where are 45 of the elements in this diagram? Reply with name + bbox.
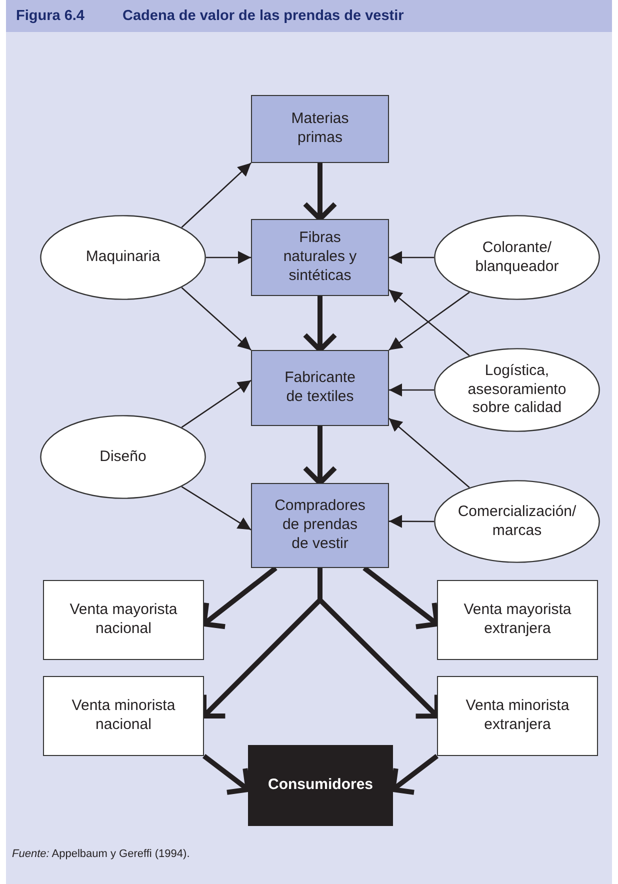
arrow xyxy=(181,486,252,530)
process-box xyxy=(251,219,389,296)
flow-arrow xyxy=(302,296,338,352)
outlet-box xyxy=(437,676,598,756)
process-box xyxy=(251,350,389,426)
node-label: Compradores de prendas de vestir xyxy=(274,497,366,554)
node-label: Venta mayorista extranjera xyxy=(462,601,572,639)
node-label: Venta mayorista nacional xyxy=(68,601,178,639)
arrow xyxy=(206,251,251,264)
arrow xyxy=(389,251,434,264)
outlet-box xyxy=(43,580,204,660)
flow-arrow xyxy=(302,426,338,486)
node-label: Materias primas xyxy=(290,110,350,148)
input-ellipse xyxy=(40,215,206,300)
node-label: Venta minorista extranjera xyxy=(464,697,570,735)
arrow xyxy=(181,162,252,228)
node-label: Diseño xyxy=(100,448,146,466)
arrow xyxy=(181,287,252,350)
process-box xyxy=(251,483,389,568)
input-ellipse xyxy=(434,348,600,432)
node-label: Consumidores xyxy=(268,776,373,795)
figure-title: Cadena de valor de las prendas de vestir xyxy=(122,8,404,24)
flow-arrow xyxy=(302,163,338,222)
input-ellipse xyxy=(40,415,206,499)
flow-arrow xyxy=(202,754,250,795)
node-label: Fabricante de textiles xyxy=(284,369,356,407)
node-label: Colorante/ blanqueador xyxy=(474,238,560,276)
node-label: Comercialización/ marcas xyxy=(456,502,578,540)
outlet-box xyxy=(437,580,598,660)
source-note: Fuente: Appelbaum y Gereffi (1994). xyxy=(12,848,190,860)
node-label: Venta minorista nacional xyxy=(70,697,176,735)
node-label: Fibras naturales y sintéticas xyxy=(282,229,358,286)
figure-number: Figura 6.4 xyxy=(16,8,84,24)
node-label: Maquinaria xyxy=(86,248,160,267)
arrow xyxy=(388,418,470,488)
arrow xyxy=(181,380,252,428)
consumer-box xyxy=(248,745,393,826)
outlet-box xyxy=(43,676,204,756)
arrow xyxy=(389,514,434,528)
flow-arrow xyxy=(362,566,440,630)
node-label: Logística, asesoramiento sobre calidad xyxy=(466,362,568,418)
process-box xyxy=(251,95,389,163)
arrow xyxy=(389,384,434,396)
input-ellipse xyxy=(434,480,600,563)
input-ellipse xyxy=(434,215,600,300)
